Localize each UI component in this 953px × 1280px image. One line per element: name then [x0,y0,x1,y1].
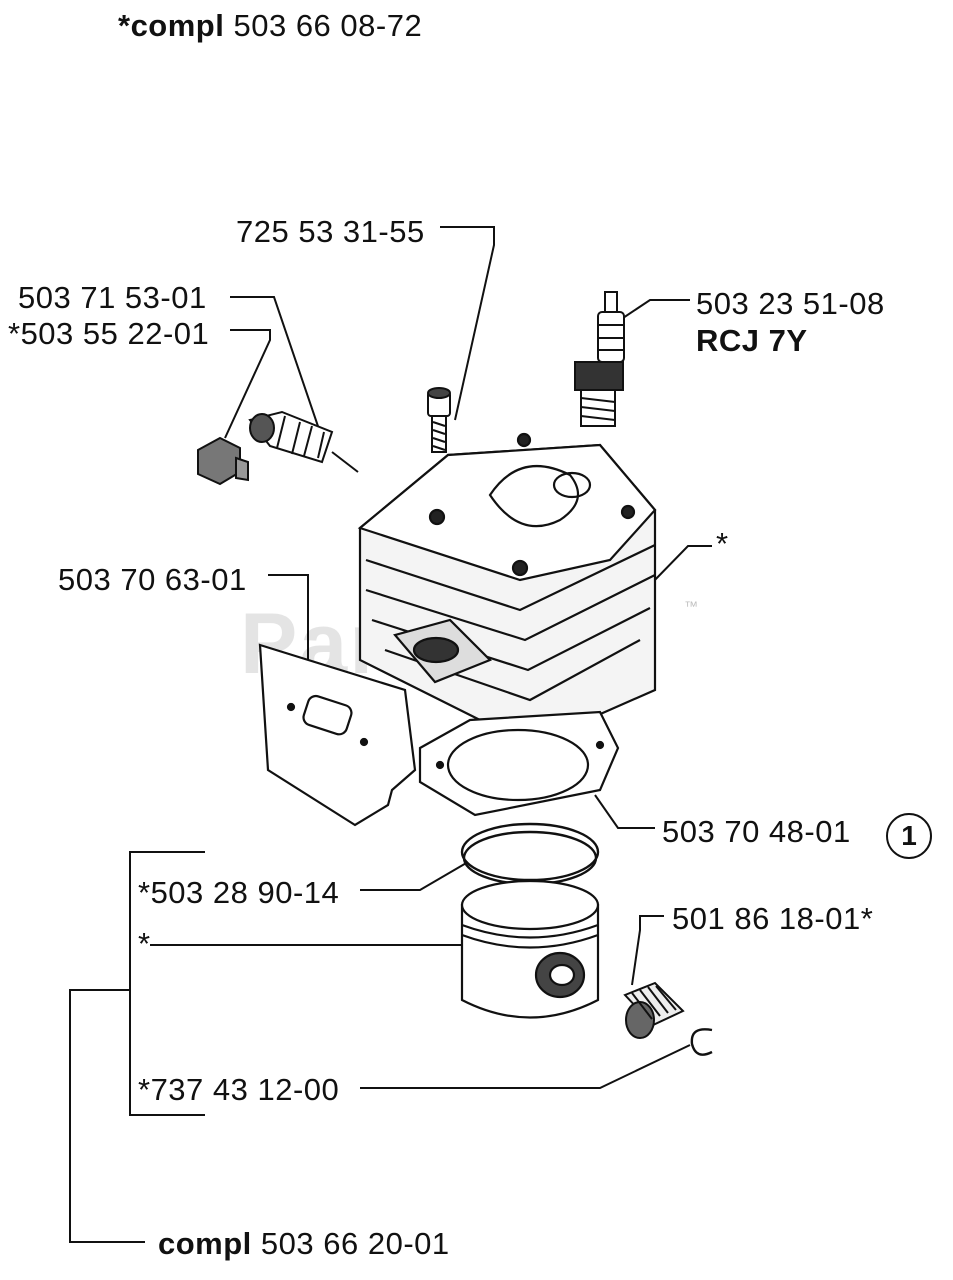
watermark-trademark: ™ [684,598,698,614]
leader-cylinder [649,545,712,586]
valve-drawing [248,410,359,473]
leader-spark-plug [619,299,690,321]
leader-plug [224,329,271,439]
bolt-drawing [427,387,451,453]
label-valve: 503 71 53-01 [18,280,207,315]
circlip-drawing [690,1028,713,1056]
label-circlip: *737 43 12-00 [138,1072,340,1107]
kit-footer: compl 503 66 20-01 [158,1228,450,1259]
label-plug: *503 55 22-01 [8,316,210,351]
label-base-gasket: 503 70 48-01 [662,814,851,849]
kit-header-prefix: *compl [118,8,225,43]
leader-circlip [360,1044,691,1089]
leader-bearing [631,915,664,986]
label-spark-plug-type: RCJ 7Y [696,323,808,358]
piston-ring-drawing [460,822,600,886]
label-cylinder: * [716,526,729,561]
bracket-complete-assembly [69,989,145,1243]
muffler-gasket-drawing [258,643,417,827]
label-spark-plug: 503 23 51-08 [696,286,885,321]
leader-base-gasket [594,794,655,829]
kit-header: *compl 503 66 08-72 [118,10,422,41]
label-piston: * [138,926,151,961]
spark-plug-drawing [574,291,625,427]
label-needle-bearing: 501 86 18-01* [672,901,874,936]
leader-bolt [440,226,495,421]
leader-valve [230,296,323,439]
kit-footer-number: 503 66 20-01 [260,1226,450,1261]
label-muffler-gasket: 503 70 63-01 [58,562,247,597]
piston-drawing [460,879,600,1019]
kit-header-number: 503 66 08-72 [233,8,423,43]
label-bolt: 725 53 31-55 [236,214,425,249]
cylinder-drawing [357,432,657,747]
base-gasket-drawing [418,710,620,817]
label-piston-ring: *503 28 90-14 [138,875,340,910]
plug-drawing [197,436,249,486]
needle-bearing-drawing [623,981,685,1039]
kit-footer-prefix: compl [158,1226,252,1261]
bracket-piston-assembly [129,851,205,1116]
leader-muffler-gasket [268,574,309,660]
leader-piston-ring [360,861,469,891]
note-badge: 1 [886,813,932,859]
